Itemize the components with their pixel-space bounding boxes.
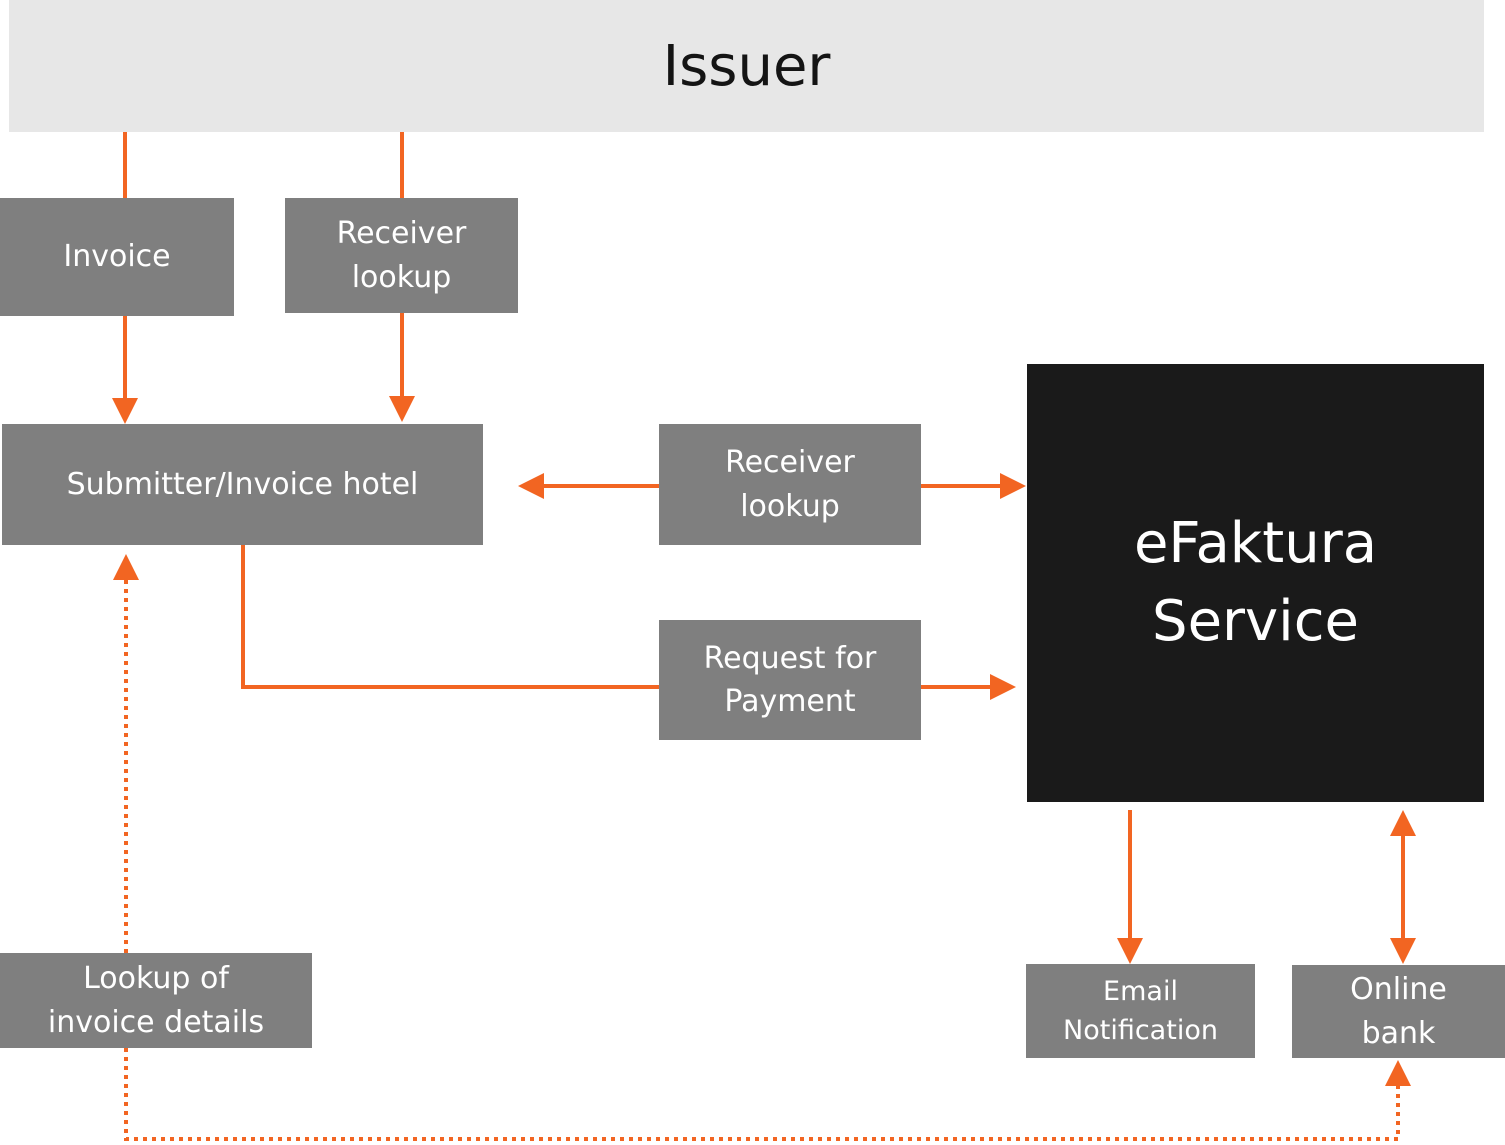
arrowhead-up-efaktura	[1390, 810, 1416, 836]
request-for-payment-label: Request for Payment	[703, 640, 877, 720]
arrowhead-down-submitter-1	[112, 398, 138, 424]
invoice-box: Invoice	[0, 198, 234, 316]
efaktura-service-box: eFaktura Service	[1027, 364, 1484, 802]
receiver-lookup-label-top: Receiver lookup	[336, 216, 467, 295]
issuer-label: Issuer	[662, 33, 831, 99]
online-bank-box: Online bank	[1292, 965, 1505, 1058]
request-for-payment-box: Request for Payment	[659, 620, 921, 740]
submitter-invoice-hotel-label: Submitter/Invoice hotel	[66, 466, 419, 502]
arrowhead-down-submitter-2	[389, 396, 415, 422]
email-notification-label: Email Notification	[1063, 975, 1218, 1046]
receiver-lookup-label-middle: Receiver lookup	[725, 445, 855, 524]
arrowhead-right-efaktura-2	[990, 674, 1016, 700]
receiver-lookup-box-top: Receiver lookup	[285, 198, 518, 313]
arrowhead-up-online-bank	[1385, 1060, 1411, 1086]
lookup-invoice-details-box: Lookup of invoice details	[0, 953, 312, 1048]
dotted-connector-lookup-online-bank	[124, 1048, 1400, 1141]
arrowhead-down-email	[1117, 938, 1143, 964]
invoice-label: Invoice	[63, 239, 171, 275]
efaktura-service-label: eFaktura Service	[1133, 510, 1378, 654]
arrowhead-right-efaktura-1	[1000, 473, 1026, 499]
lookup-invoice-details-label: Lookup of invoice details	[47, 961, 265, 1040]
submitter-invoice-hotel-box: Submitter/Invoice hotel	[2, 424, 483, 545]
online-bank-label: Online bank	[1350, 972, 1447, 1051]
arrowhead-left-submitter	[518, 473, 544, 499]
issuer-box: Issuer	[9, 0, 1484, 132]
email-notification-box: Email Notification	[1026, 964, 1255, 1058]
arrowhead-up-submitter	[113, 554, 139, 580]
arrowhead-down-online-bank	[1390, 938, 1416, 964]
connector-submitter-request	[241, 545, 659, 689]
receiver-lookup-box-middle: Receiver lookup	[659, 424, 921, 545]
